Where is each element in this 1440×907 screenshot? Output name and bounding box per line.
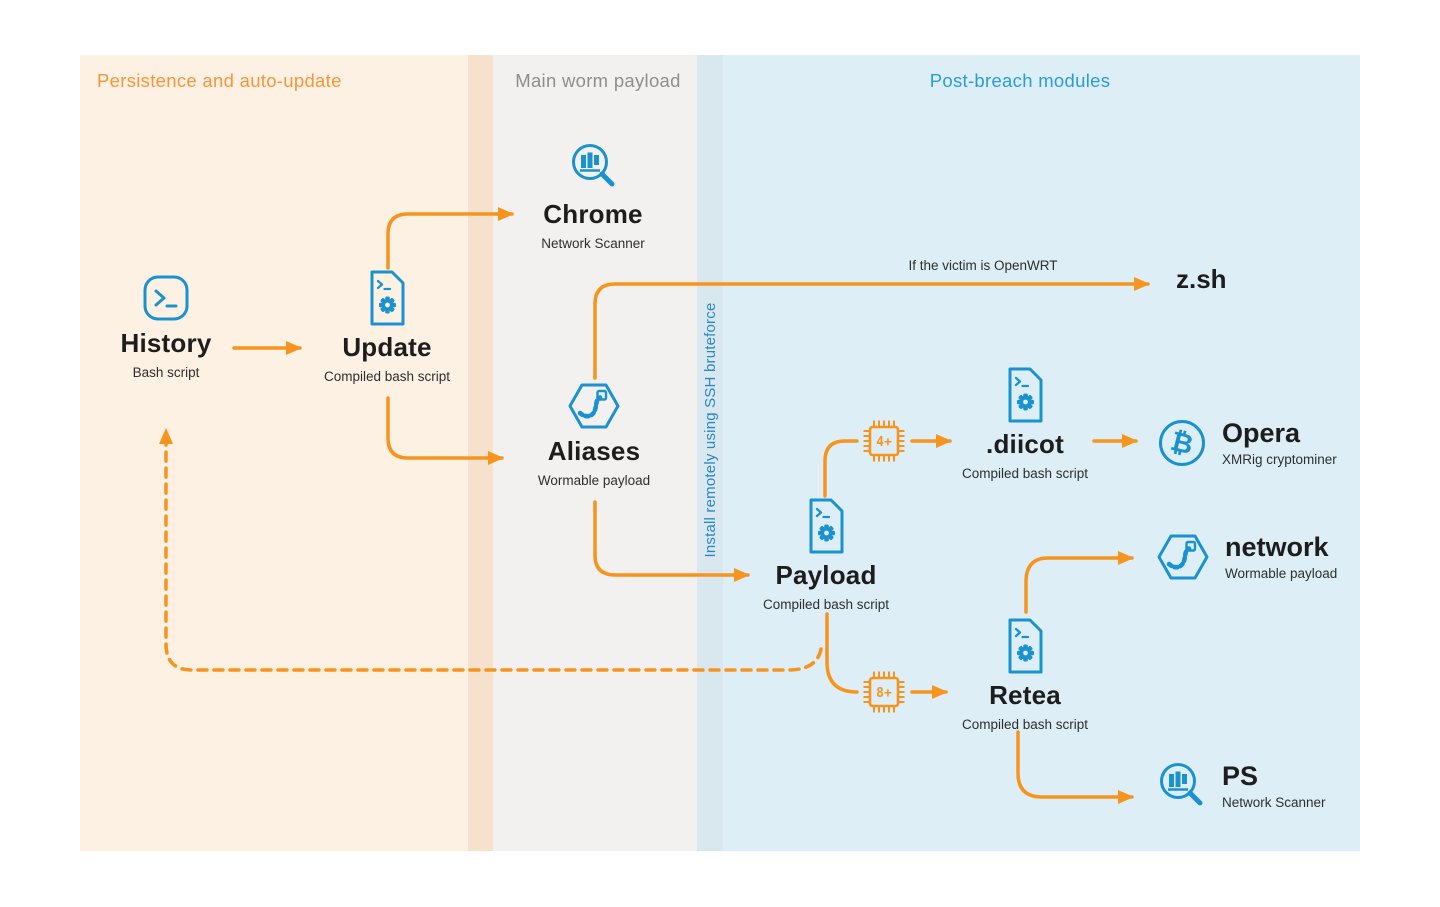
node-label: PS (1222, 760, 1259, 791)
chip-label: 8+ (876, 686, 892, 701)
bitcoin-cryptominer-icon: ₿ (1159, 420, 1205, 466)
node-history: History Bash script (86, 274, 246, 380)
cpu-chip-4plus-icon: 4+ (863, 420, 905, 462)
node-sublabel: Compiled bash script (323, 368, 451, 384)
node-chrome: Chrome Network Scanner (513, 141, 673, 251)
node-ps: PS Network Scanner (1155, 760, 1326, 812)
panel-persistence-edge (468, 55, 493, 851)
gear-glyph (818, 524, 835, 542)
node-sublabel: Compiled bash script (961, 716, 1089, 732)
gear-glyph (379, 296, 396, 314)
gear-glyph (1017, 393, 1034, 411)
terminal-icon (143, 275, 189, 321)
network-scanner-icon (1160, 763, 1203, 806)
node-label: Chrome (543, 199, 643, 229)
node-sublabel: Wormable payload (537, 472, 651, 488)
node-sublabel: XMRig cryptominer (1222, 452, 1337, 468)
script-file-icon (1008, 618, 1043, 674)
node-retea: Retea Compiled bash script (945, 618, 1105, 732)
script-file-icon (370, 270, 405, 326)
edge-label-openwrt: If the victim is OpenWRT (908, 258, 1058, 273)
node-diicot: .diicot Compiled bash script (945, 367, 1105, 481)
node-label: Retea (989, 680, 1061, 710)
node-sublabel: Bash script (132, 364, 200, 380)
node-sublabel: Wormable payload (1225, 566, 1338, 582)
chip-label: 4+ (876, 435, 892, 450)
panel-persistence (80, 55, 493, 851)
node-label: Update (342, 332, 432, 362)
node-label: Opera (1222, 417, 1301, 448)
node-opera: ₿ Opera XMRig cryptominer (1157, 418, 1337, 468)
node-label: .diicot (986, 429, 1064, 459)
node-sublabel: Network Scanner (1222, 795, 1326, 811)
worm-hexagon-icon (1157, 534, 1209, 580)
script-file-icon (809, 498, 844, 554)
node-network: network Wormable payload (1156, 533, 1337, 581)
section-header-persistence: Persistence and auto-update (97, 70, 342, 91)
node-aliases: Aliases Wormable payload (514, 382, 674, 488)
node-label: Payload (775, 560, 877, 590)
node-update: Update Compiled bash script (307, 270, 467, 384)
section-header-post-breach: Post-breach modules (929, 70, 1111, 91)
node-label: History (120, 328, 212, 358)
script-file-icon (1008, 367, 1043, 423)
node-payload: Payload Compiled bash script (746, 498, 906, 612)
node-label: network (1225, 532, 1329, 562)
svg-text:₿: ₿ (1167, 426, 1196, 461)
worm-hexagon-icon (568, 383, 620, 429)
section-header-main-worm: Main worm payload (515, 70, 681, 91)
cpu-chip-8plus-icon: 8+ (863, 671, 905, 713)
network-scanner-icon (572, 144, 615, 187)
node-sublabel: Compiled bash script (762, 596, 890, 612)
gear-glyph (1017, 644, 1034, 662)
ssh-bruteforce-note: Install remotely using SSH bruteforce (702, 302, 719, 558)
node-zsh: z.sh (1176, 264, 1227, 294)
node-sublabel: Compiled bash script (961, 465, 1089, 481)
node-label: Aliases (547, 436, 641, 466)
node-sublabel: Network Scanner (541, 235, 645, 251)
